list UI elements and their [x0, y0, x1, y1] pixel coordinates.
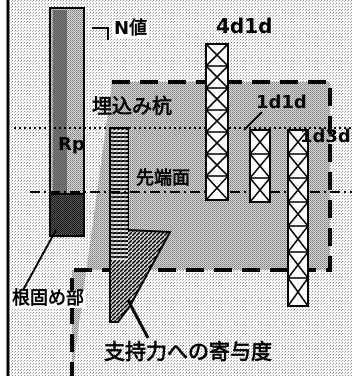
leader-bearing-contribution [126, 299, 150, 339]
n-value-label: N値 [112, 18, 150, 39]
root-fixing-label: 根固め部 [10, 288, 86, 309]
rp-label: Rp [58, 134, 85, 155]
value-1d1d-label: 1d1d [256, 92, 307, 113]
embedded-pile-label: 埋込み杭 [92, 94, 172, 118]
leader-root-fixing [21, 229, 57, 293]
tip-influence-zone-border [70, 80, 332, 376]
root-fixing-block [49, 193, 85, 237]
n-value-column-1d1d [249, 129, 271, 203]
value-4d1d-label: 4d1d [216, 14, 273, 38]
bearing-contribution-label: 支持力への寄与度 [104, 340, 272, 364]
leader-n-value [92, 27, 109, 40]
n-value-column-1d3d [287, 129, 309, 307]
contribution-core [112, 130, 128, 260]
value-1d3d-label: 1d3d [300, 126, 351, 147]
leader-1d1d [243, 111, 263, 131]
pile-inner-column [53, 10, 67, 194]
n-value-column-4d1d [205, 43, 229, 201]
tip-surface-label: 先端面 [136, 168, 190, 189]
